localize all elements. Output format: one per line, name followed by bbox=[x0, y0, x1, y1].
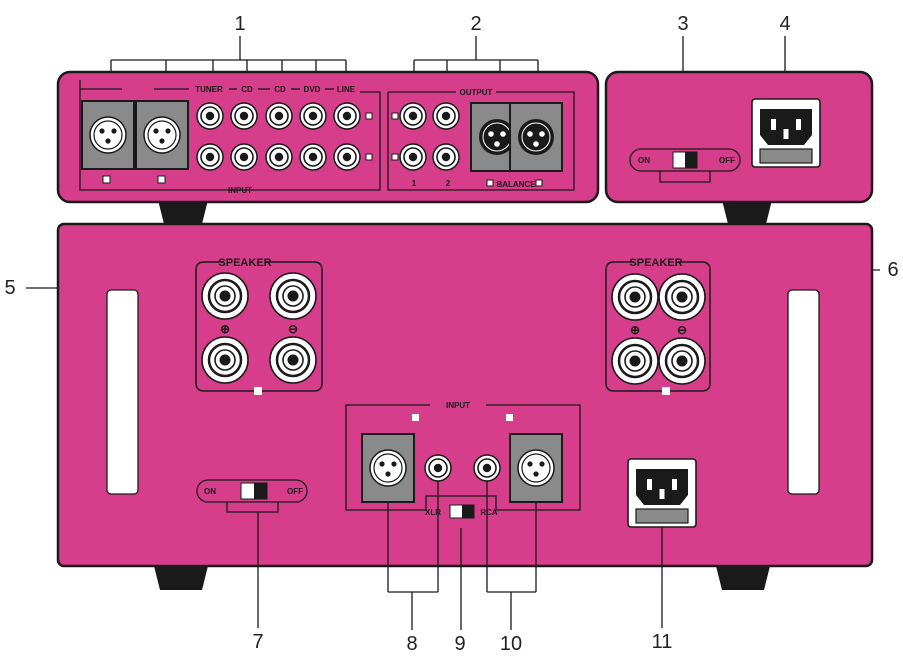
callout-7: 7 bbox=[252, 631, 263, 653]
speaker-terminals-left: SPEAKER ⊕ ⊖ bbox=[195, 257, 323, 395]
callout-9: 9 bbox=[454, 633, 465, 655]
minus-symbol-right: ⊖ bbox=[677, 323, 687, 337]
binding-post-icon bbox=[268, 271, 318, 321]
plus-symbol-left: ⊕ bbox=[220, 322, 230, 336]
rca-jack-icon bbox=[473, 454, 501, 482]
callout-6: 6 bbox=[887, 259, 898, 281]
binding-post-icon bbox=[200, 271, 250, 321]
xlr-input-right bbox=[509, 433, 563, 503]
xlr-input-left bbox=[361, 433, 415, 503]
callout-5: 5 bbox=[4, 277, 15, 299]
power-amp-input-section: INPUT XLR RCA bbox=[345, 401, 581, 519]
input-label-tuner: TUNER bbox=[195, 85, 223, 94]
output-number-1: 1 bbox=[412, 179, 417, 188]
binding-post-icon bbox=[657, 336, 707, 386]
input-label-line: LINE bbox=[337, 85, 356, 94]
xlr-balanced-output-right bbox=[509, 102, 563, 172]
preamp-xlr-input-left bbox=[81, 100, 135, 170]
preamp-output-section: OUTPUT 1 2 BALANCE bbox=[387, 88, 575, 191]
handle-slot-left bbox=[106, 289, 139, 495]
input-label-cd-1: CD bbox=[241, 85, 253, 94]
preamp-input-title: INPUT bbox=[228, 186, 252, 195]
power-amp-input-title: INPUT bbox=[446, 401, 470, 410]
callout-8: 8 bbox=[406, 633, 417, 655]
callout-10: 10 bbox=[500, 633, 522, 655]
preamp-input-section: TUNER CD CD DVD LINE INPUT bbox=[79, 80, 381, 195]
switch-off-label: OFF bbox=[719, 156, 735, 165]
preamp-rca-inputs bbox=[196, 102, 373, 171]
speaker-terminals-right: SPEAKER ⊕ ⊖ bbox=[605, 257, 711, 395]
rca-jack-icon bbox=[399, 143, 427, 171]
rca-jack-icon bbox=[230, 102, 258, 130]
binding-post-icon bbox=[610, 272, 660, 322]
plus-symbol-right: ⊕ bbox=[630, 323, 640, 337]
rca-jack-icon bbox=[424, 454, 452, 482]
callout-4: 4 bbox=[779, 13, 790, 35]
speaker-label-left: SPEAKER bbox=[218, 257, 271, 269]
minus-symbol-left: ⊖ bbox=[288, 322, 298, 336]
amp-switch-on-label: ON bbox=[204, 487, 216, 496]
preamp-output-title: OUTPUT bbox=[460, 88, 493, 97]
selector-xlr-label: XLR bbox=[425, 508, 441, 517]
speaker-label-right: SPEAKER bbox=[629, 257, 682, 269]
rca-jack-icon bbox=[333, 143, 361, 171]
binding-post-icon bbox=[610, 336, 660, 386]
toggle-switch-icon[interactable] bbox=[672, 151, 698, 169]
callout-11: 11 bbox=[652, 631, 673, 653]
rca-jack-icon bbox=[399, 102, 427, 130]
rca-jack-icon bbox=[230, 143, 258, 171]
iec-power-inlet-icon[interactable] bbox=[627, 458, 697, 528]
rca-jack-icon bbox=[299, 102, 327, 130]
rca-jack-icon bbox=[432, 143, 460, 171]
binding-post-icon bbox=[268, 335, 318, 385]
balance-label: BALANCE bbox=[496, 180, 536, 189]
rca-jack-icon bbox=[196, 102, 224, 130]
rca-jack-icon bbox=[265, 143, 293, 171]
rca-jack-icon bbox=[299, 143, 327, 171]
input-label-cd-2: CD bbox=[274, 85, 286, 94]
preamp-xlr-input-right bbox=[135, 100, 189, 170]
amp-switch-off-label: OFF bbox=[287, 487, 303, 496]
rca-jack-icon bbox=[196, 143, 224, 171]
iec-power-inlet-icon[interactable] bbox=[751, 98, 821, 168]
rca-jack-icon bbox=[333, 102, 361, 130]
binding-post-icon bbox=[657, 272, 707, 322]
switch-on-label: ON bbox=[638, 156, 650, 165]
rca-jack-icon bbox=[265, 102, 293, 130]
power-supply-switch[interactable]: ON OFF bbox=[629, 148, 741, 183]
preamp-indicator-xlr-right bbox=[157, 175, 166, 184]
preamp-chassis bbox=[56, 70, 600, 224]
callout-leaders-bottom bbox=[257, 481, 663, 630]
callout-2: 2 bbox=[470, 13, 481, 35]
toggle-switch-icon[interactable] bbox=[240, 482, 268, 500]
preamp-indicator-xlr-left bbox=[102, 175, 111, 184]
rca-jack-icon bbox=[432, 102, 460, 130]
handle-slot-right bbox=[787, 289, 820, 495]
power-amp-power-switch[interactable]: ON OFF bbox=[196, 479, 308, 513]
callout-1: 1 bbox=[234, 13, 245, 35]
output-number-2: 2 bbox=[446, 179, 451, 188]
power-supply-chassis bbox=[604, 70, 874, 224]
selector-rca-label: RCA bbox=[480, 508, 498, 517]
input-label-dvd: DVD bbox=[304, 85, 321, 94]
binding-post-icon bbox=[200, 335, 250, 385]
toggle-switch-icon[interactable] bbox=[449, 504, 475, 519]
callout-3: 3 bbox=[677, 13, 688, 35]
